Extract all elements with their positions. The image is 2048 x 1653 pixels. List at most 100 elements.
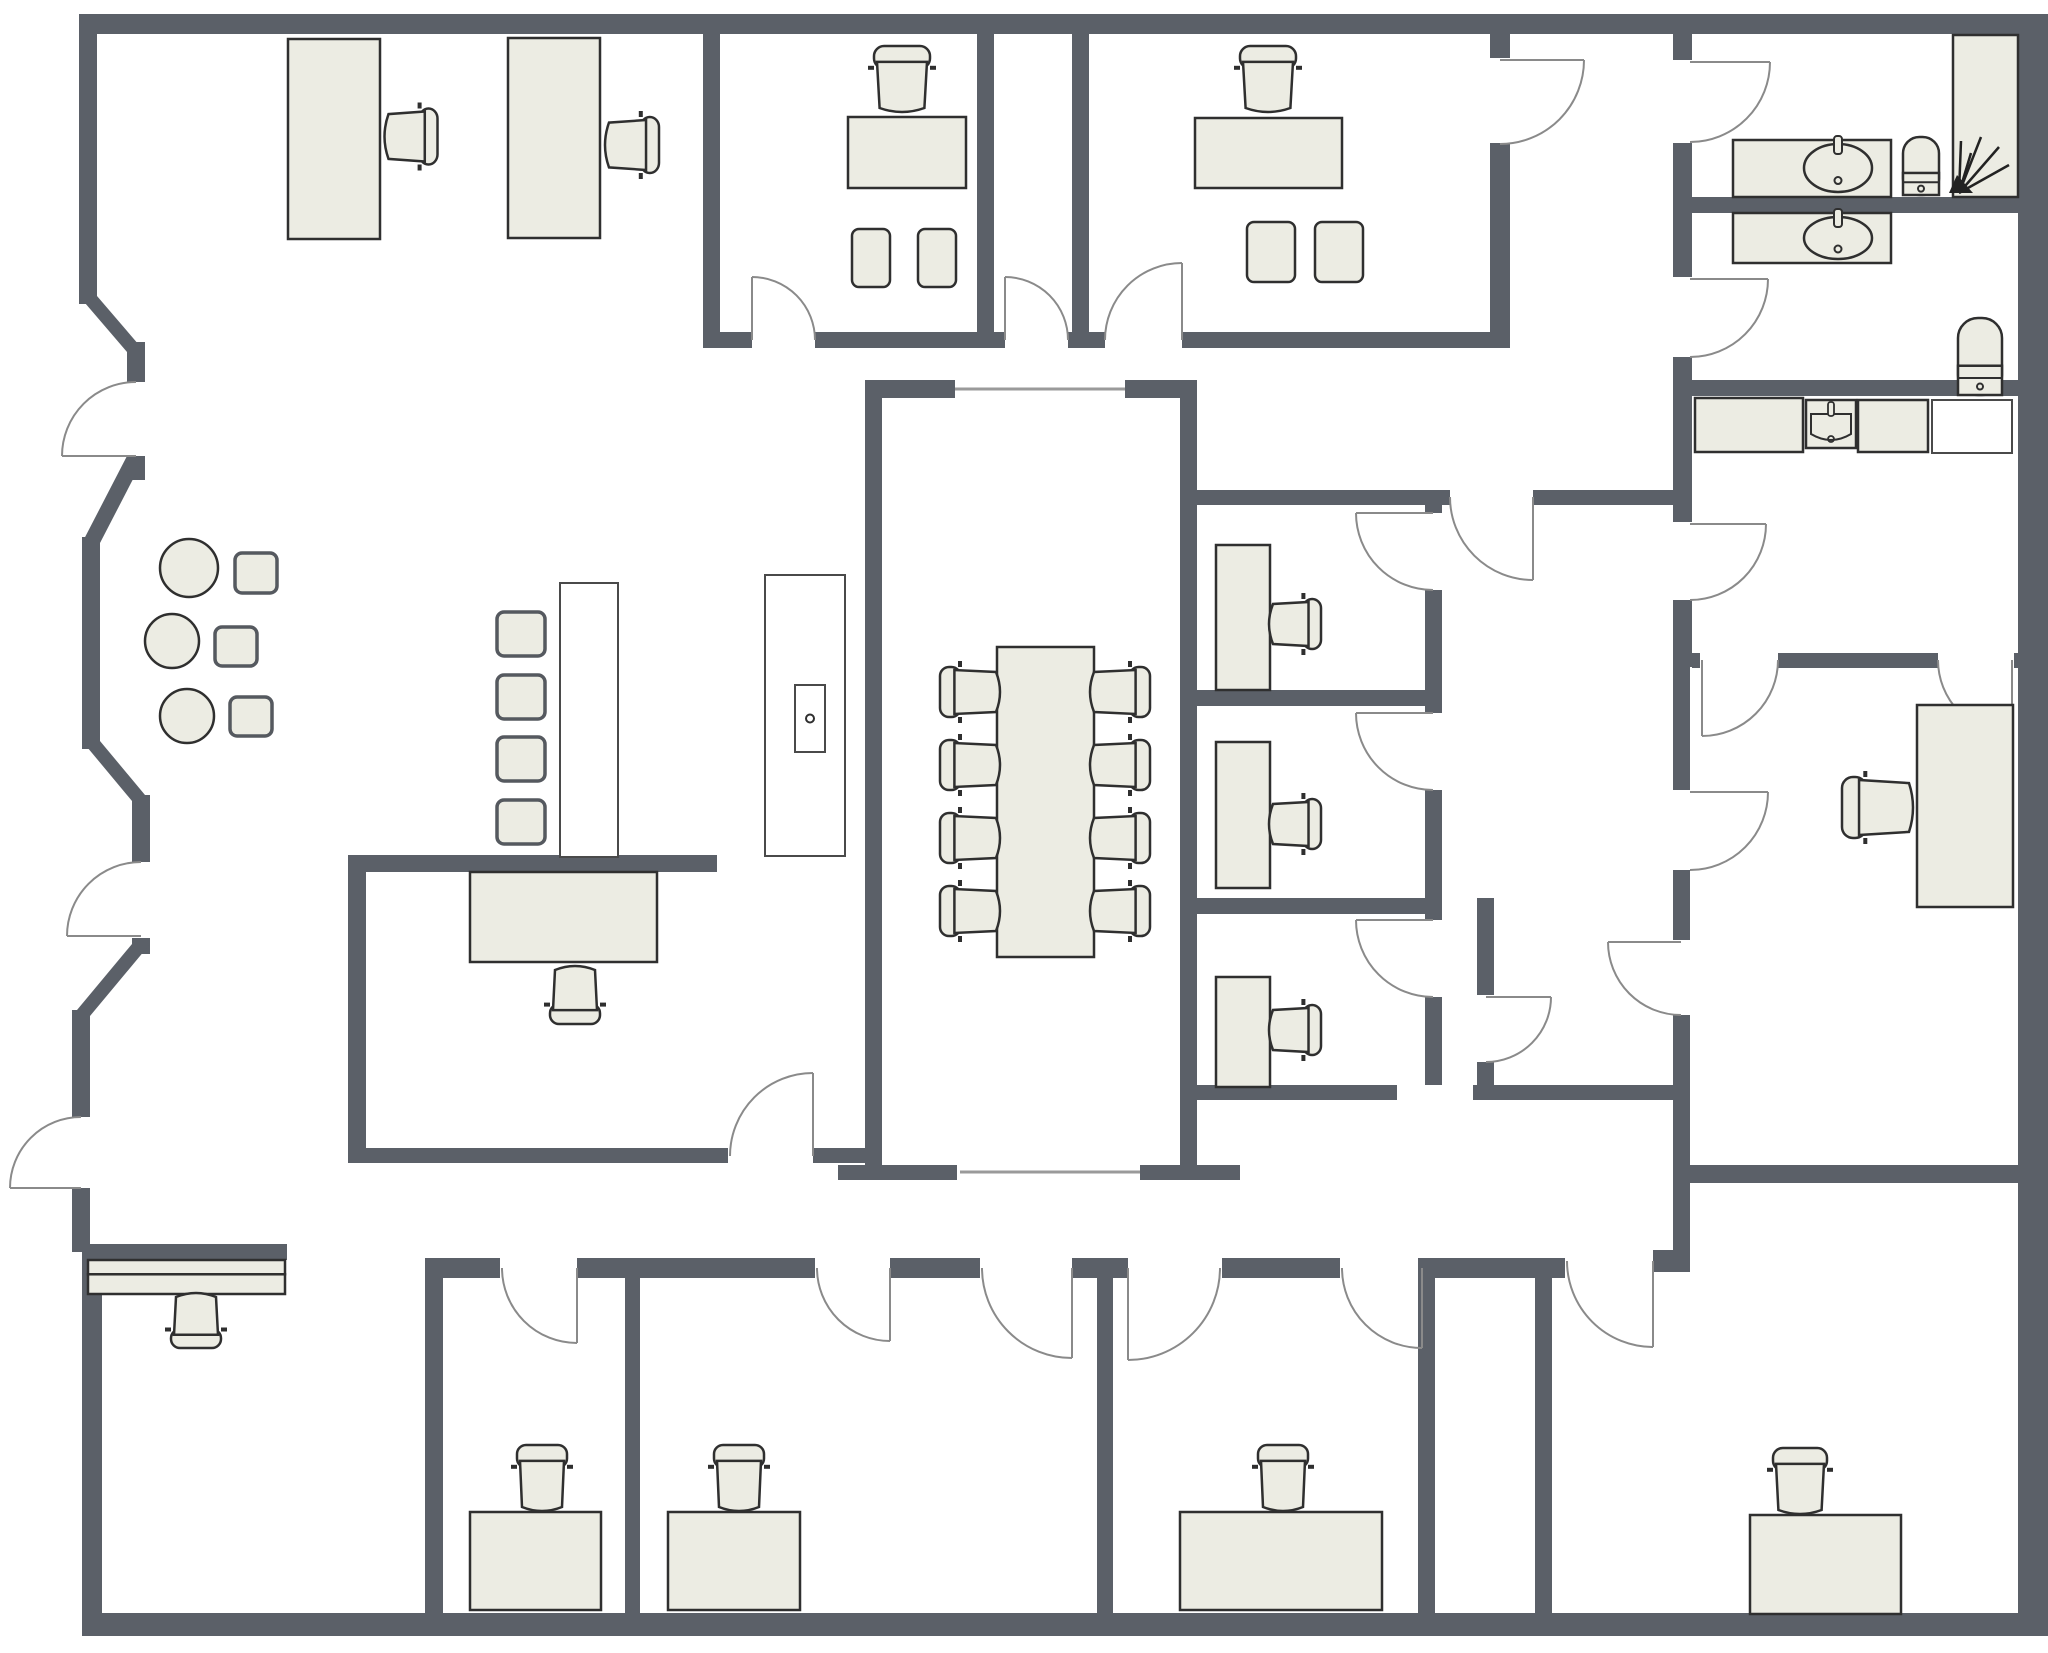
- wall: [1692, 653, 1700, 668]
- wall: [865, 380, 955, 398]
- door: [1355, 512, 1434, 591]
- wall: [425, 1258, 500, 1278]
- kitchen-appliance: [1931, 399, 2013, 454]
- conference-table: [995, 645, 1096, 959]
- door: [1566, 1260, 1654, 1348]
- cabinet-door: [794, 684, 826, 753]
- wall: [1072, 34, 1089, 346]
- wall: [1197, 690, 1442, 706]
- conference-chair: [938, 734, 1002, 796]
- door: [981, 1267, 1073, 1359]
- office-chair: [603, 111, 661, 179]
- wall: [1182, 332, 1510, 348]
- door: [1449, 496, 1534, 581]
- wall: [1653, 1250, 1690, 1272]
- wall: [348, 855, 717, 872]
- guest-chair: [1313, 220, 1365, 284]
- wall: [1425, 706, 1442, 713]
- wall: [72, 1010, 90, 1117]
- reception-counter: [86, 1258, 287, 1296]
- wall: [1692, 380, 2040, 396]
- door: [9, 1116, 82, 1189]
- wall: [1140, 1165, 1240, 1180]
- wall: [1490, 143, 1510, 346]
- conference-chair: [1088, 880, 1152, 942]
- door: [501, 1267, 578, 1344]
- wall: [72, 1188, 90, 1252]
- office-chair: [1252, 1443, 1314, 1513]
- conference-chair: [938, 661, 1002, 723]
- counter-stool: [495, 673, 547, 721]
- guest-chair: [916, 227, 958, 289]
- wall: [1180, 380, 1197, 1165]
- wall: [82, 1244, 102, 1616]
- wall: [1425, 790, 1442, 898]
- door: [1127, 1267, 1221, 1361]
- lounge-chair: [228, 695, 274, 738]
- conference-chair: [1088, 807, 1152, 869]
- wall: [1425, 997, 1442, 1085]
- conference-chair: [938, 807, 1002, 869]
- diagonal-wall: [82, 741, 150, 801]
- wall: [1197, 898, 1442, 914]
- desk: [846, 115, 968, 190]
- lounge-chair: [233, 551, 279, 595]
- wall: [1097, 1278, 1113, 1616]
- office-chair: [1267, 793, 1323, 855]
- door: [729, 1072, 814, 1157]
- door: [66, 861, 142, 937]
- wall: [348, 1148, 728, 1163]
- desk: [1214, 975, 1272, 1089]
- desk: [286, 37, 382, 241]
- plant: [1949, 136, 2010, 195]
- door: [1689, 61, 1771, 143]
- wall: [977, 34, 994, 346]
- door: [1341, 1267, 1423, 1349]
- wall: [1535, 1258, 1552, 1616]
- wall: [1072, 1258, 1128, 1278]
- wall: [1197, 490, 1450, 505]
- wall: [1692, 197, 2040, 213]
- door: [1355, 712, 1434, 791]
- vanity-sink: [1731, 208, 1893, 265]
- diagonal-wall: [72, 944, 150, 1016]
- wall: [1673, 667, 1690, 790]
- wall: [703, 332, 752, 348]
- kitchen-sink: [1804, 398, 1858, 450]
- wall: [82, 537, 100, 749]
- counter-stool: [495, 798, 547, 846]
- desk: [1193, 116, 1344, 190]
- office-chair: [511, 1443, 573, 1513]
- vanity-sink: [1731, 135, 1893, 199]
- door: [1701, 659, 1779, 737]
- wall: [132, 795, 150, 862]
- wall: [838, 1165, 957, 1180]
- wall: [1533, 490, 1673, 505]
- wall: [82, 1613, 2048, 1636]
- desk: [1214, 740, 1272, 890]
- wall: [1068, 332, 1105, 348]
- wall: [813, 1148, 882, 1163]
- wall: [2018, 14, 2048, 1636]
- wall: [977, 332, 1005, 348]
- office-chair: [1767, 1446, 1833, 1516]
- office-chair: [165, 1291, 227, 1350]
- door: [1004, 276, 1069, 341]
- office-chair: [1840, 771, 1915, 844]
- wall: [425, 1278, 443, 1616]
- wall: [79, 14, 2048, 34]
- wall: [1125, 380, 1197, 398]
- office-chair: [383, 102, 439, 171]
- desk: [666, 1510, 802, 1612]
- conference-chair: [1088, 661, 1152, 723]
- wall: [1490, 34, 1510, 58]
- office-chair: [1267, 999, 1323, 1061]
- guest-chair: [1245, 220, 1297, 284]
- diagonal-wall: [79, 296, 145, 352]
- wall: [1673, 870, 1690, 940]
- office-chair: [868, 44, 936, 114]
- counter-stool: [495, 610, 547, 658]
- wall: [577, 1258, 815, 1278]
- door: [1104, 262, 1183, 341]
- wall: [1418, 1258, 1435, 1616]
